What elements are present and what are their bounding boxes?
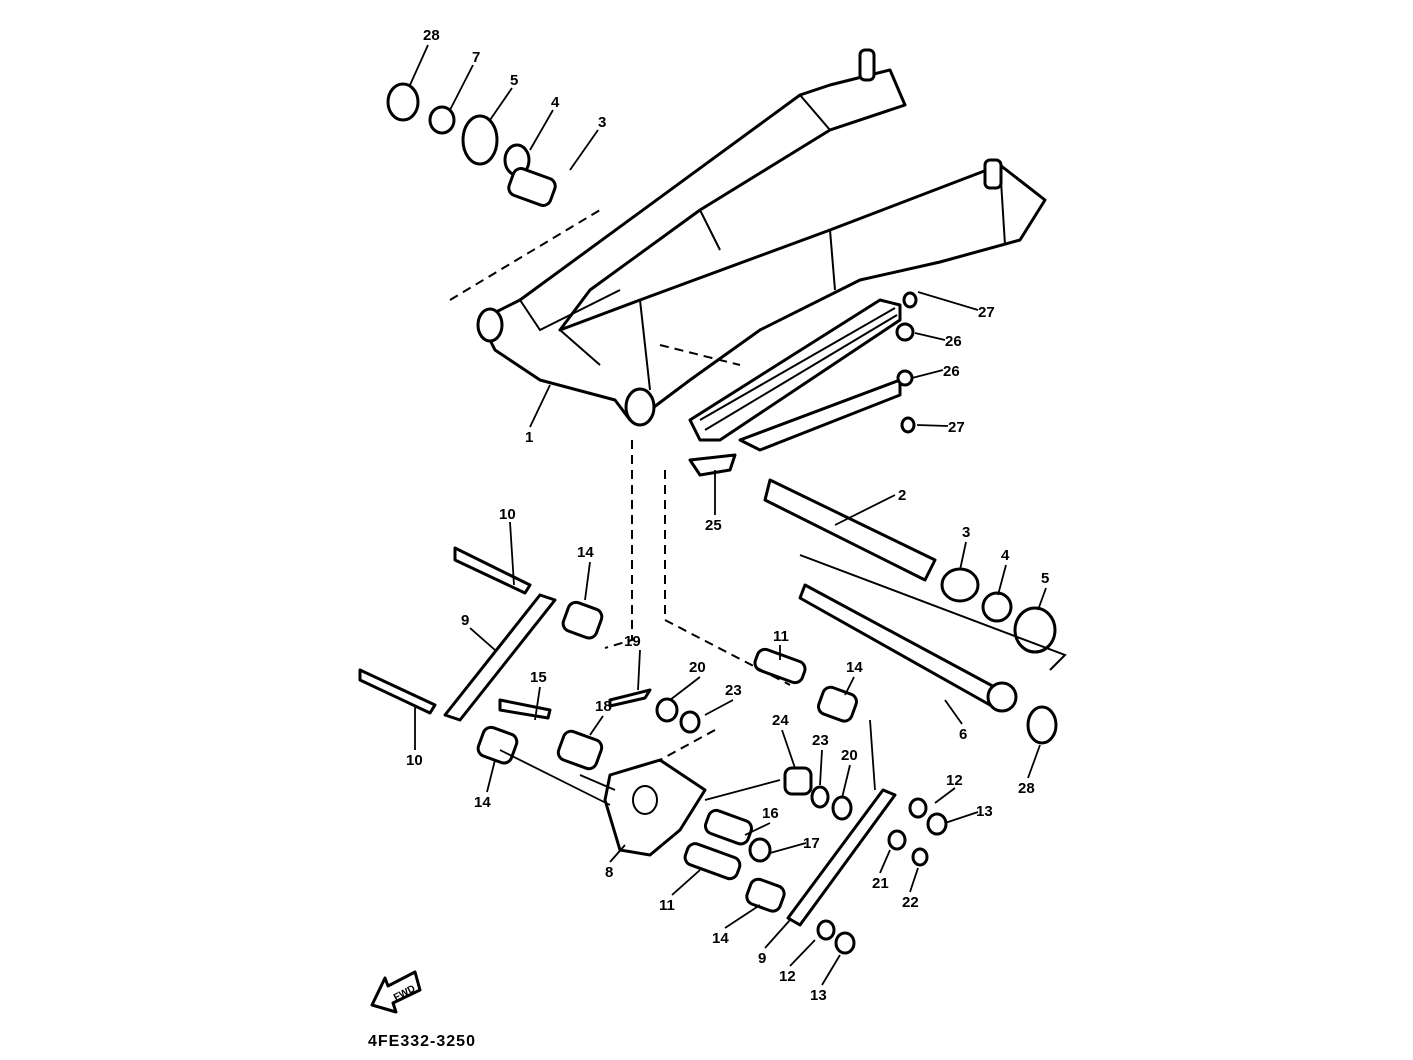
callout-4: 4 — [551, 94, 560, 111]
callout-5: 5 — [510, 72, 518, 89]
callout-27: 27 — [948, 419, 965, 436]
callout-20: 20 — [689, 659, 706, 676]
callout-2: 2 — [898, 487, 906, 504]
callout-13: 13 — [976, 803, 993, 820]
callout-21: 21 — [872, 875, 889, 892]
callout-10: 10 — [406, 752, 423, 769]
pivot-parts-left — [386, 82, 557, 207]
callout-28: 28 — [423, 27, 440, 44]
leader-lines — [409, 44, 1047, 986]
callout-15: 15 — [530, 669, 547, 686]
callout-1: 1 — [525, 429, 533, 446]
callout-24: 24 — [772, 712, 789, 729]
callout-18: 18 — [595, 698, 612, 715]
callout-14: 14 — [712, 930, 729, 947]
callout-20: 20 — [841, 747, 858, 764]
callout-11: 11 — [659, 897, 675, 914]
callout-6: 6 — [959, 726, 967, 743]
callout-23: 23 — [725, 682, 742, 699]
callout-10: 10 — [499, 506, 516, 523]
swingarm — [476, 48, 1047, 477]
callout-14: 14 — [846, 659, 863, 676]
callout-12: 12 — [779, 968, 796, 985]
callout-labels: 28 7 5 4 3 27 26 26 27 1 2 25 10 14 3 4 … — [406, 27, 1049, 1004]
callout-9: 9 — [758, 950, 766, 967]
callout-3: 3 — [598, 114, 606, 131]
callout-3: 3 — [962, 524, 970, 541]
callout-27: 27 — [978, 304, 995, 321]
callout-19: 19 — [624, 633, 641, 650]
callout-7: 7 — [472, 49, 480, 66]
callout-13: 13 — [810, 987, 827, 1004]
callout-4: 4 — [1001, 547, 1010, 564]
callout-14: 14 — [577, 544, 594, 561]
callout-28: 28 — [1018, 780, 1035, 797]
callout-12: 12 — [946, 772, 963, 789]
callout-23: 23 — [812, 732, 829, 749]
diagram-code: 4FE332-3250 — [368, 1033, 476, 1050]
callout-17: 17 — [803, 835, 820, 852]
callout-8: 8 — [605, 864, 613, 881]
callout-25: 25 — [705, 517, 722, 534]
callout-26: 26 — [943, 363, 960, 380]
pivot-shaft — [763, 478, 1067, 745]
alignment-lines — [449, 209, 876, 806]
callout-5: 5 — [1041, 570, 1049, 587]
callout-11: 11 — [773, 628, 789, 645]
callout-22: 22 — [902, 894, 919, 911]
forward-arrow-icon: FWD — [370, 970, 422, 1014]
linkage-parts — [358, 291, 948, 955]
callout-16: 16 — [762, 805, 779, 822]
callout-14: 14 — [474, 794, 491, 811]
callout-26: 26 — [945, 333, 962, 350]
callout-9: 9 — [461, 612, 469, 629]
